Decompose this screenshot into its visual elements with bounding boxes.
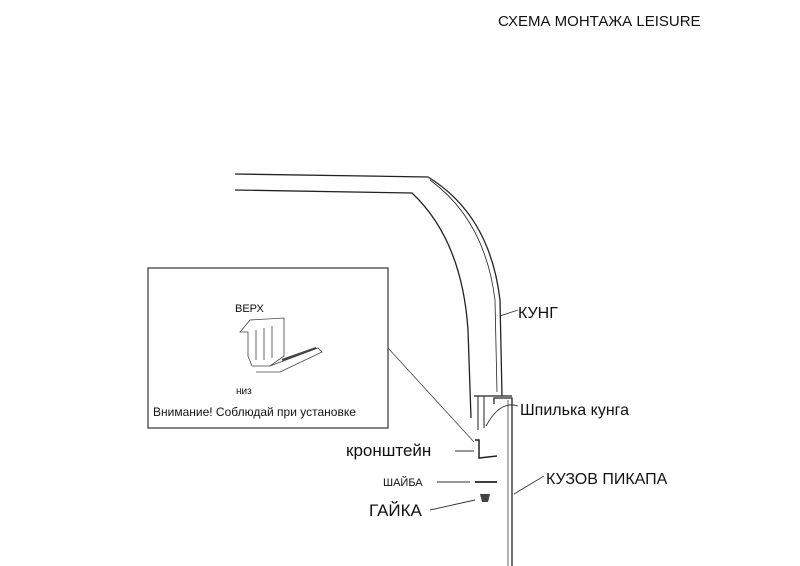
canopy-profile <box>234 173 512 430</box>
inset-top-label: ВЕРХ <box>235 303 265 315</box>
inset-box: ВЕРХ низ Внимание! Соблюдай при установк… <box>147 267 389 429</box>
label-canopy-stud: Шпилька кунга <box>520 402 629 419</box>
label-washer: ШАЙБА <box>383 476 423 489</box>
inset-bottom-label: низ <box>236 386 252 397</box>
inset-warning: Внимание! Соблюдай при установке <box>153 405 356 419</box>
label-pickup-body: КУЗОВ ПИКАПА <box>546 471 668 488</box>
bracket-3d-icon <box>239 317 323 373</box>
label-leaders <box>429 309 545 511</box>
label-canopy: КУНГ <box>518 305 558 322</box>
label-nut: ГАЙКА <box>369 501 423 520</box>
pickup-body-wall <box>493 397 513 566</box>
label-bracket: кронштейн <box>346 441 431 460</box>
inset-leader-line <box>387 347 475 443</box>
nut-part <box>480 494 490 502</box>
bracket-part <box>475 439 498 459</box>
diagram-title: СХЕМА МОНТАЖА LEISURE <box>498 13 701 30</box>
